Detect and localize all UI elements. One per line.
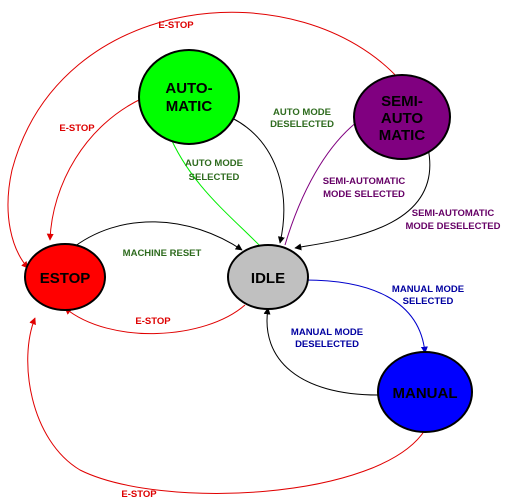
state-manual: MANUAL [377,351,473,433]
label-manual-selected-1: MANUAL MODE [392,284,464,295]
edge-manual-to-estop [27,317,426,494]
label-manual-deselected-2: DESELECTED [295,339,359,350]
label-estop-bottom: E-STOP [121,489,157,500]
label-machine-reset: MACHINE RESET [123,248,202,259]
label-semi-selected-1: SEMI-AUTOMATIC [323,176,406,187]
state-estop: ESTOP [24,243,106,311]
node-manual-circle [377,351,473,433]
label-auto-selected-1: AUTO MODE [185,158,243,169]
label-auto-deselected-1: AUTO MODE [273,107,331,118]
edge-idle-to-estop [64,304,246,335]
edge-auto-to-estop [46,97,144,241]
edge-semi-to-idle [294,147,431,251]
state-automatic: AUTO- MATIC [138,49,240,145]
node-semi-label-3: MATIC [379,127,426,144]
label-auto-selected-2: SELECTED [189,172,240,183]
label-auto-deselected-2: DESELECTED [270,119,334,130]
label-manual-selected-2: SELECTED [403,296,454,307]
label-estop-top: E-STOP [158,20,194,31]
node-automatic-label-1: AUTO- [165,80,212,97]
label-semi-deselected-2: MODE DESELECTED [405,221,500,232]
node-idle-circle [227,244,309,310]
node-automatic-label-2: MATIC [166,98,213,115]
edge-idle-to-manual [304,279,428,354]
state-semi-automatic: SEMI- AUTO MATIC [353,74,451,160]
node-semi-label-2: AUTO [381,110,424,127]
label-manual-deselected-1: MANUAL MODE [291,327,363,338]
node-idle-label: IDLE [251,270,285,287]
node-automatic-circle [138,49,240,145]
edge-idle-to-auto [167,131,263,249]
edge-idle-to-semi [284,117,363,246]
label-estop-idle: E-STOP [135,316,171,327]
node-semi-automatic-circle [353,74,451,160]
edge-auto-to-idle [231,117,285,244]
edge-semi-to-estop [7,11,401,269]
label-semi-selected-2: MODE SELECTED [323,189,405,200]
edge-manual-to-idle [263,307,379,396]
node-manual-label: MANUAL [393,385,458,402]
edge-estop-to-idle [69,221,243,251]
node-estop-circle [24,243,106,311]
node-semi-label-1: SEMI- [381,93,423,110]
label-semi-deselected-1: SEMI-AUTOMATIC [412,208,495,219]
state-idle: IDLE [227,244,309,310]
label-estop-auto: E-STOP [59,123,95,134]
node-estop-label: ESTOP [40,270,91,287]
